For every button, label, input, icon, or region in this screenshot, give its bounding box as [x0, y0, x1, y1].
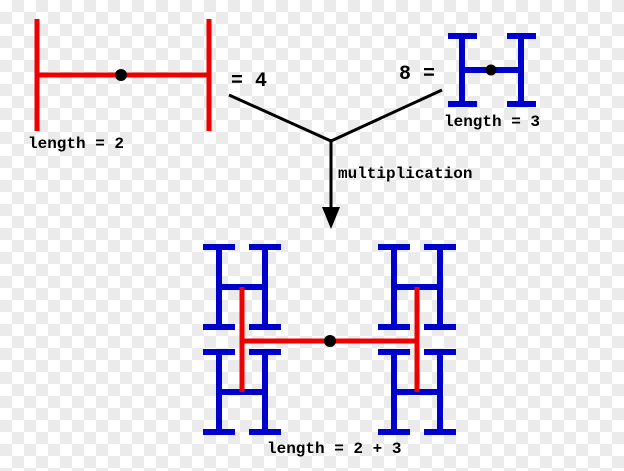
left-shape-equation: = 4: [231, 70, 267, 93]
left-shape-label: length = 2: [28, 135, 124, 153]
result-shape: [203, 247, 456, 432]
multiplication-arrow: [228, 88, 443, 229]
arrow-right-branch: [330, 88, 443, 143]
red-segment-center-dot: [115, 69, 127, 81]
blue-h-shape: [448, 33, 536, 107]
result-shape-label: length = 2 + 3: [267, 440, 401, 458]
red-segment-shape: [34, 19, 212, 131]
right-shape-label: length = 3: [444, 113, 540, 131]
arrow-left-branch: [228, 93, 332, 143]
right-shape-equation: 8 =: [399, 63, 435, 86]
arrow-head: [322, 207, 340, 229]
blue-h-center-dot: [485, 64, 497, 76]
result-center-dot: [324, 335, 336, 347]
operation-label: multiplication: [338, 165, 472, 183]
